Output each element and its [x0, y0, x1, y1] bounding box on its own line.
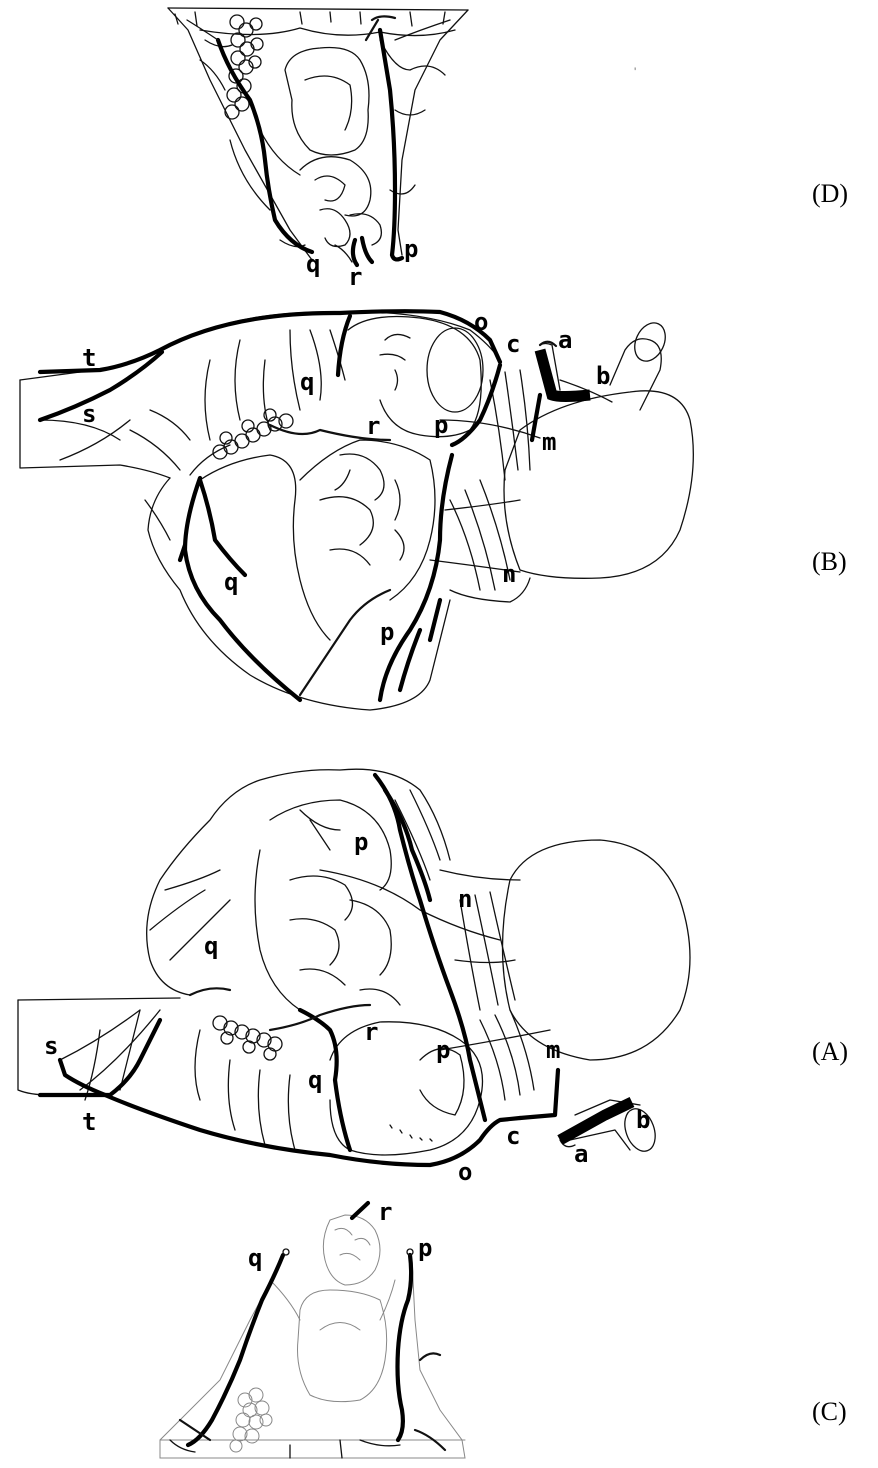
label-a-q2: q — [308, 1066, 322, 1094]
coil-a — [213, 1016, 282, 1060]
coil-b — [213, 409, 293, 459]
panel-label-d: (D) — [812, 179, 848, 208]
label-a-n: n — [458, 885, 472, 913]
panel-d-drawing — [168, 8, 468, 265]
label-b-p1: p — [434, 411, 448, 439]
label-a-o: o — [458, 1158, 472, 1186]
label-d-q: q — [306, 250, 320, 278]
label-a-a: a — [574, 1140, 588, 1168]
label-b-q1: q — [300, 368, 314, 396]
label-b-t: t — [82, 344, 96, 372]
label-d-p: p — [404, 235, 418, 263]
label-b-n: n — [502, 560, 516, 588]
stray-mark: ' — [634, 65, 636, 79]
label-a-t: t — [82, 1108, 96, 1136]
label-b-b: b — [596, 362, 610, 390]
label-a-c: c — [506, 1122, 520, 1150]
label-b-s: s — [82, 400, 96, 428]
label-b-q2: q — [224, 568, 238, 596]
label-a-p1: p — [354, 828, 368, 856]
label-b-m: m — [542, 428, 556, 456]
label-a-p2: p — [436, 1036, 450, 1064]
label-a-m: m — [546, 1036, 560, 1064]
panel-b-drawing — [20, 311, 693, 710]
label-b-o: o — [474, 308, 488, 336]
label-c-q: q — [248, 1244, 262, 1272]
label-a-q1: q — [204, 932, 218, 960]
label-b-c: c — [506, 330, 520, 358]
label-b-a: a — [558, 326, 572, 354]
label-b-r: r — [366, 412, 380, 440]
label-c-p: p — [418, 1234, 432, 1262]
label-b-p2: p — [380, 618, 394, 646]
panel-label-b: (B) — [812, 547, 847, 576]
panel-label-a: (A) — [812, 1037, 848, 1066]
label-d-r: r — [348, 263, 362, 291]
label-c-r: r — [378, 1198, 392, 1226]
label-a-s: s — [44, 1032, 58, 1060]
label-a-b: b — [636, 1106, 650, 1134]
coil-c — [230, 1388, 272, 1452]
label-a-r: r — [364, 1018, 378, 1046]
panel-label-c: (C) — [812, 1397, 847, 1426]
